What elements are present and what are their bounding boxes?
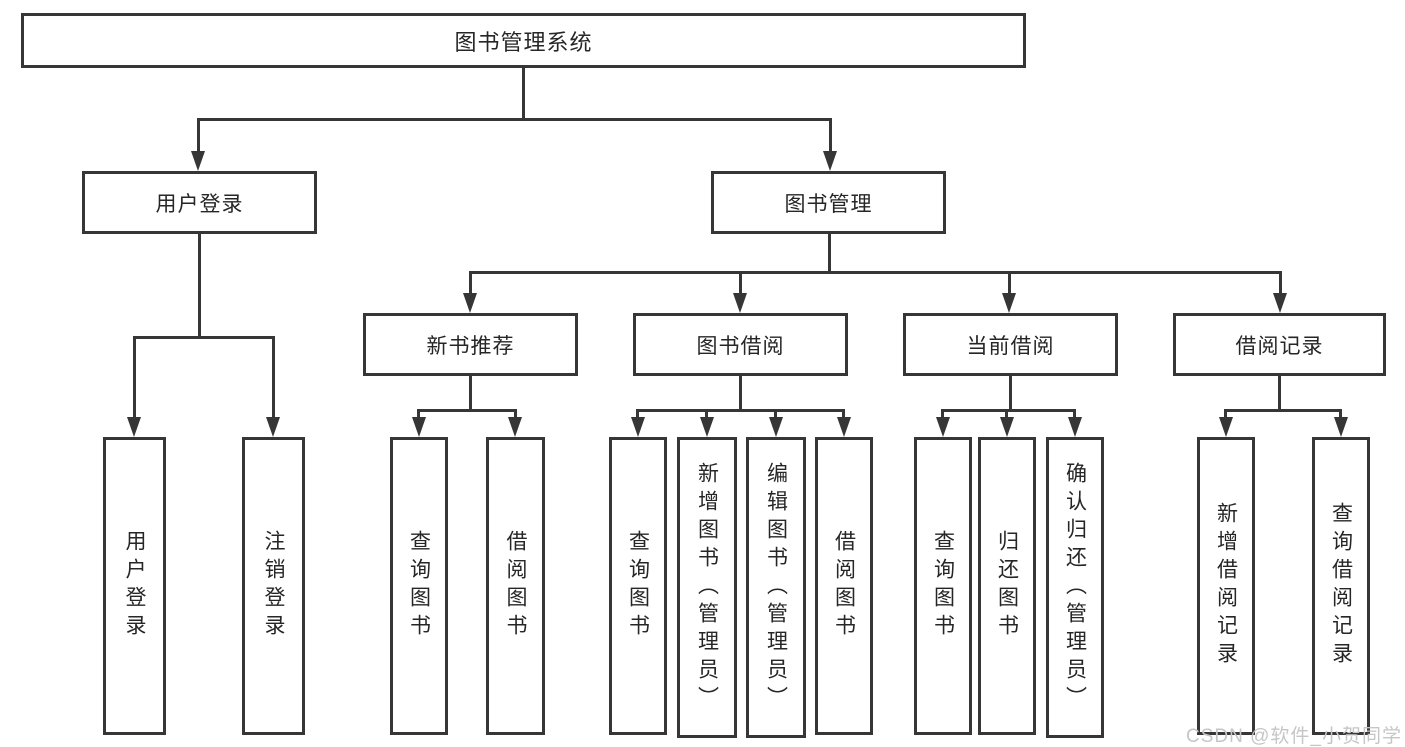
arrowhead-icon [1273,293,1287,313]
leaf-add-book-admin-label: 新增图书（管理员） [695,461,719,714]
connector-stem [739,376,742,412]
leaf-edit-book-admin: 编辑图书（管理员） [746,437,806,738]
leaf-add-borrow-record-label: 新增借阅记录 [1214,502,1238,670]
node-library-system-label: 图书管理系统 [454,29,593,55]
arrowhead-icon [266,417,280,437]
leaf-logout-label: 注销登录 [262,530,285,642]
connector-drop [197,118,200,152]
node-user-login-label: 用户登录 [155,192,244,216]
leaf-borrow-books-borrowing: 借阅图书 [815,437,873,735]
connector-drop [1005,409,1008,418]
leaf-confirm-return-admin-label: 确认归还（管理员） [1063,461,1087,714]
node-book-management: 图书管理 [711,171,946,234]
arrowhead-icon [733,293,747,313]
leaf-return-books-label: 归还图书 [995,530,1019,642]
arrowhead-icon [463,293,477,313]
connector-root-stem [522,68,525,121]
leaf-add-book-admin: 新增图书（管理员） [677,437,737,738]
watermark: CSDN @软件_小贺同学 [1186,726,1402,747]
connector-drop [1224,409,1227,418]
arrowhead-icon [1334,417,1348,437]
connector-drop [705,409,708,418]
leaf-query-books-current-label: 查询图书 [931,530,955,642]
connector-drop [469,271,472,294]
arrowhead-icon [1002,293,1016,313]
connector-drop [272,336,275,418]
connector-level3-rail [469,271,1282,274]
node-current-borrowing: 当前借阅 [903,313,1118,376]
arrowhead-icon [700,417,714,437]
node-book-management-label: 图书管理 [784,192,873,216]
arrowhead-icon [1000,417,1014,437]
connector-rail [941,409,1076,412]
leaf-logout: 注销登录 [242,437,305,735]
connector-rail [1224,409,1342,412]
node-new-book-recommendation: 新书推荐 [363,313,578,376]
leaf-edit-book-admin-label: 编辑图书（管理员） [764,461,788,714]
arrowhead-icon [1219,417,1233,437]
leaf-user-login: 用户登录 [103,437,166,735]
connector-stem [469,376,472,412]
arrowhead-icon [191,151,205,171]
leaf-user-login-label: 用户登录 [123,530,146,642]
connector-drop [1008,271,1011,294]
node-library-system: 图书管理系统 [21,13,1026,68]
connector-drop [514,409,517,418]
arrowhead-icon [823,151,837,171]
connector-drop [636,409,639,418]
arrowhead-icon [769,417,783,437]
arrowhead-icon [631,417,645,437]
connector-stem [1278,376,1281,412]
connector-drop [774,409,777,418]
node-book-borrowing-label: 图书借阅 [696,334,785,358]
leaf-borrow-books-recommend-label: 借阅图书 [504,530,527,642]
connector-drop [941,409,944,418]
connector-drop [1279,271,1282,294]
connector-drop [829,118,832,152]
connector-stem [828,234,831,274]
connector-drop [1073,409,1076,418]
arrowhead-icon [508,417,522,437]
arrowhead-icon [837,417,851,437]
connector-rail [636,409,845,412]
node-current-borrowing-label: 当前借阅 [966,334,1055,358]
arrowhead-icon [936,417,950,437]
connector-stem [1009,376,1012,412]
connector-rail [133,336,275,339]
node-book-borrowing: 图书借阅 [633,313,848,376]
leaf-query-books-borrowing: 查询图书 [609,437,667,735]
leaf-borrow-books-borrowing-label: 借阅图书 [832,530,856,642]
node-new-book-recommendation-label: 新书推荐 [426,334,515,358]
connector-stem [198,234,201,339]
arrowhead-icon [127,417,141,437]
connector-drop [133,336,136,418]
connector-drop [739,271,742,294]
node-borrowing-records-label: 借阅记录 [1235,334,1324,358]
arrowhead-icon [1068,417,1082,437]
connector-drop [417,409,420,418]
leaf-borrow-books-recommend: 借阅图书 [486,437,545,735]
leaf-add-borrow-record: 新增借阅记录 [1197,437,1255,735]
connector-drop [842,409,845,418]
connector-rail [417,409,517,412]
node-borrowing-records: 借阅记录 [1173,313,1386,376]
connector-level2-rail [197,118,832,121]
leaf-return-books: 归还图书 [978,437,1036,735]
node-user-login: 用户登录 [82,171,317,234]
leaf-query-books-current: 查询图书 [914,437,972,735]
leaf-confirm-return-admin: 确认归还（管理员） [1046,437,1104,738]
leaf-query-books-recommend-label: 查询图书 [407,530,431,642]
arrowhead-icon [412,417,426,437]
connector-drop [1339,409,1342,418]
leaf-query-books-recommend: 查询图书 [390,437,448,735]
leaf-query-borrow-record: 查询借阅记录 [1312,437,1370,735]
leaf-query-books-borrowing-label: 查询图书 [626,530,650,642]
leaf-query-borrow-record-label: 查询借阅记录 [1329,502,1353,670]
